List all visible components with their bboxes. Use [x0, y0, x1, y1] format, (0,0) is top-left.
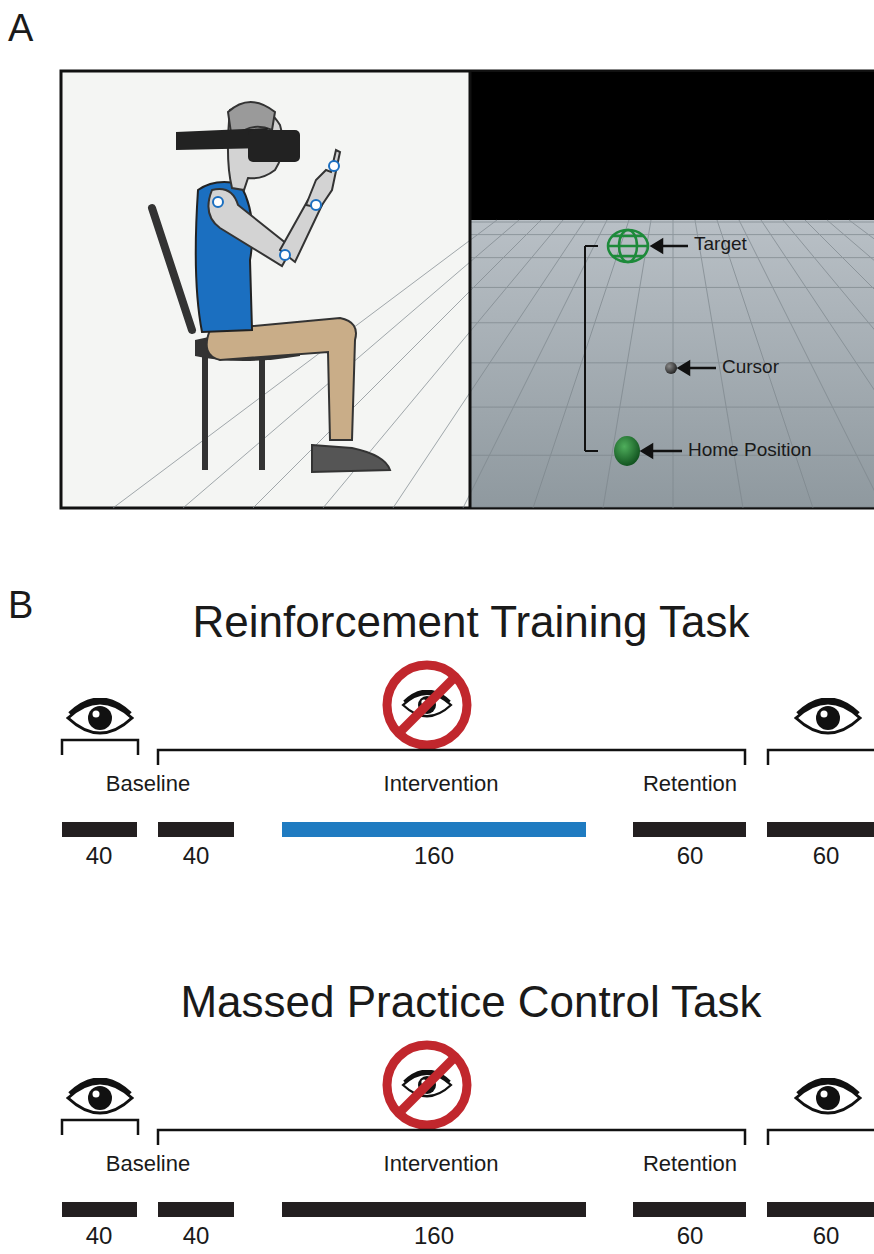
trial-count: 160 — [414, 1223, 454, 1249]
trial-count: 60 — [813, 1223, 840, 1249]
trial-count: 160 — [414, 843, 454, 869]
phase-label: Retention — [643, 772, 737, 796]
phase-label: Intervention — [384, 772, 499, 796]
trial-count: 60 — [677, 1223, 704, 1249]
phase-label: Baseline — [106, 772, 190, 796]
trial-count: 60 — [677, 843, 704, 869]
scene-label: Target — [694, 234, 747, 255]
scene-label: Cursor — [722, 357, 779, 378]
phase-label: Baseline — [106, 1152, 190, 1176]
timeline — [62, 1045, 874, 1217]
timeline — [62, 665, 874, 837]
trial-count: 60 — [813, 843, 840, 869]
trial-count: 40 — [183, 843, 210, 869]
scene-label: Home Position — [688, 440, 812, 461]
panel-letter: B — [8, 585, 33, 627]
task-title: Reinforcement Training Task — [193, 598, 750, 646]
phase-label: Retention — [643, 1152, 737, 1176]
panel-letter: A — [8, 8, 33, 50]
vr-scene — [585, 230, 716, 466]
phase-label: Intervention — [384, 1152, 499, 1176]
task-title: Massed Practice Control Task — [180, 978, 761, 1026]
trial-count: 40 — [86, 1223, 113, 1249]
trial-count: 40 — [86, 843, 113, 869]
trial-count: 40 — [183, 1223, 210, 1249]
participant-illustration — [152, 102, 390, 472]
